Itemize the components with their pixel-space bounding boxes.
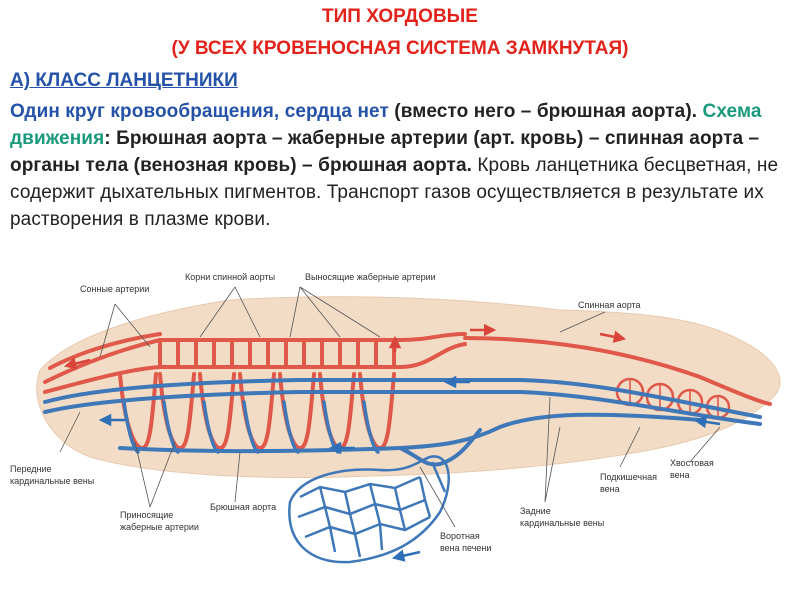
- lancelet-circulation-diagram: Сонные артерии Корни спинной аорты Вынос…: [10, 272, 781, 564]
- title-line-2: (У ВСЕХ КРОВЕНОСНАЯ СИСТЕМА ЗАМКНУТАЯ): [171, 38, 629, 59]
- label-portal-vein-2: вена печени: [440, 543, 491, 553]
- paragraph-lead: Один круг кровообращения, сердца нет: [10, 101, 389, 122]
- leader-lines: [59, 286, 721, 528]
- label-subintestinal-1: Подкишечная: [600, 472, 657, 482]
- paragraph-scheme: : Брюшная аорта – жаберные артерии (арт.…: [10, 128, 760, 176]
- label-posterior-cardinal-1: Задние: [520, 506, 551, 516]
- class-heading: А) КЛАСС ЛАНЦЕТНИКИ: [10, 70, 238, 91]
- paragraph-rest: Кровь ланцетника бесцветная, не содержит…: [10, 155, 779, 230]
- venous-system: [43, 378, 762, 467]
- label-portal-vein-1: Воротная: [440, 531, 480, 541]
- title-line-1: ТИП ХОРДОВЫЕ: [322, 6, 478, 27]
- label-afferent-gill-1: Приносящие: [120, 510, 173, 520]
- paragraph-scheme-term: Схема движения: [10, 101, 762, 149]
- label-dorsal-aorta-roots: Корни спинной аорты: [185, 272, 275, 282]
- diagram-labels: Сонные артерии Корни спинной аорты Вынос…: [10, 272, 714, 553]
- flow-arrows: [63, 323, 721, 562]
- label-anterior-cardinal-1: Передние: [10, 464, 52, 474]
- paragraph-aside: (вместо него – брюшная аорта).: [388, 101, 703, 122]
- label-efferent-gill-arteries: Выносящие жаберные артерии: [305, 272, 436, 282]
- label-afferent-gill-2: жаберные артерии: [120, 522, 199, 532]
- label-caudal-vein-2: вена: [670, 470, 690, 480]
- label-carotid: Сонные артерии: [80, 284, 149, 294]
- label-caudal-vein-1: Хвостовая: [670, 458, 714, 468]
- label-anterior-cardinal-2: кардинальные вены: [10, 476, 94, 486]
- label-ventral-aorta: Брюшная аорта: [210, 502, 276, 512]
- label-subintestinal-2: вена: [600, 484, 620, 494]
- description-paragraph: Один круг кровообращения, сердца нет (вм…: [10, 98, 795, 252]
- label-dorsal-aorta: Спинная аорта: [578, 300, 641, 310]
- hepatic-network: [288, 455, 450, 564]
- label-posterior-cardinal-2: кардинальные вены: [520, 518, 604, 528]
